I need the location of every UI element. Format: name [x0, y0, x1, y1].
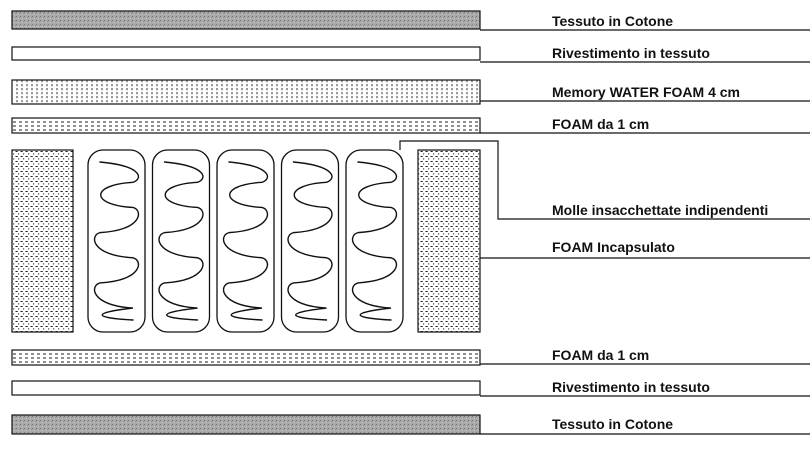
bottom-fabric-cover-layer: [11, 380, 481, 396]
label-top-foam: FOAM da 1 cm: [552, 116, 649, 132]
label-top-fabric: Tessuto in Cotone: [552, 13, 673, 29]
label-bottom-foam: FOAM da 1 cm: [552, 347, 649, 363]
spring-coil: [351, 161, 398, 321]
label-bottom-fabric: Tessuto in Cotone: [552, 416, 673, 432]
memory-foam-layer: [11, 79, 481, 105]
spring-coil: [158, 161, 204, 321]
label-top-cover: Rivestimento in tessuto: [552, 45, 710, 61]
spring-coil: [222, 161, 269, 321]
spring-pocket: [87, 149, 146, 333]
encased-foam-right-block: [417, 149, 481, 333]
label-encased-foam: FOAM Incapsulato: [552, 239, 675, 255]
spring-pocket: [280, 149, 340, 333]
top-foam-layer: [11, 117, 481, 134]
bottom-foam-layer: [11, 349, 481, 366]
leader-line-springs: [399, 140, 810, 220]
top-cotton-fabric-layer: [11, 10, 481, 30]
label-memory-foam: Memory WATER FOAM 4 cm: [552, 84, 740, 100]
spring-pocket: [345, 149, 404, 333]
bottom-cotton-fabric-layer: [11, 414, 481, 435]
spring-coil: [287, 161, 333, 321]
spring-coil: [93, 161, 140, 321]
label-bottom-cover: Rivestimento in tessuto: [552, 379, 710, 395]
pocket-springs-group: [87, 149, 404, 333]
encased-foam-left-block: [11, 149, 74, 333]
spring-pocket: [216, 149, 275, 333]
spring-pocket: [151, 149, 211, 333]
top-fabric-cover-layer: [11, 46, 481, 61]
label-springs: Molle insacchettate indipendenti: [552, 202, 768, 218]
